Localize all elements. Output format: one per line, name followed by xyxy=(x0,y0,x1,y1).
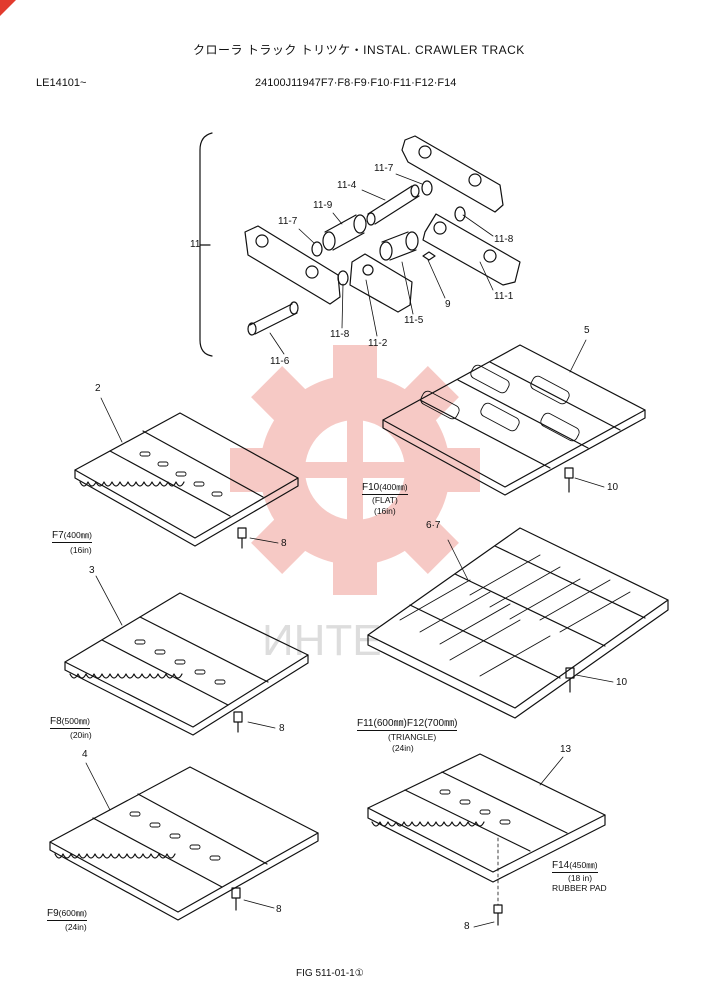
callout-11-9: 11-9 xyxy=(313,200,333,211)
track-link-11-1 xyxy=(401,135,521,286)
callout-11-1: 11-1 xyxy=(494,291,514,302)
bolt-9 xyxy=(422,251,436,261)
callout-8: 8 xyxy=(276,904,282,915)
callout-9: 9 xyxy=(445,299,451,310)
callout-11-7: 11-7 xyxy=(374,163,394,174)
callout-8: 8 xyxy=(281,538,287,549)
callout-11-5: 11-5 xyxy=(404,315,424,326)
callout-10: 10 xyxy=(616,677,628,688)
variant-f10-inch: (16in) xyxy=(374,506,396,516)
callout-10: 10 xyxy=(607,482,619,493)
watermark-text: ИНТЕ xyxy=(262,616,382,665)
variant-f11-f12-label: F11(600㎜)F12(700㎜) xyxy=(357,718,458,731)
variant-f10-type: (FLAT) xyxy=(372,495,398,505)
variant-f9-inch: (24in) xyxy=(65,922,87,932)
variant-f9-label: F9(600㎜) xyxy=(47,908,88,921)
variant-f8-inch: (20in) xyxy=(70,730,92,740)
variant-f11-type: (TRIANGLE) xyxy=(388,732,437,742)
callout-11-8: 11-8 xyxy=(330,329,350,340)
callout-11-6: 11-6 xyxy=(270,356,290,367)
callout-4: 4 xyxy=(82,749,88,760)
variant-f8-label: F8(500㎜) xyxy=(50,716,91,729)
track-shoe-f8 xyxy=(64,592,309,736)
bushing-11-9 xyxy=(322,214,367,251)
callout-8: 8 xyxy=(464,921,470,932)
callout-6-7: 6·7 xyxy=(426,520,441,531)
variant-f11-inch: (24in) xyxy=(392,743,414,753)
variant-f14-label: F14(450㎜) xyxy=(552,860,598,873)
callout-13: 13 xyxy=(560,744,572,755)
variant-f10-label: F10(400㎜) xyxy=(362,482,408,495)
track-shoe-f14 xyxy=(367,753,606,926)
track-shoe-f7 xyxy=(74,412,299,549)
callout-3: 3 xyxy=(89,565,95,576)
variant-f14-inch: (18 in) xyxy=(568,873,593,883)
callout-11-7: 11-7 xyxy=(278,216,298,227)
callout-11-8: 11-8 xyxy=(494,234,514,245)
callout-2: 2 xyxy=(95,383,101,394)
figure-number: FIG 511-01-1① xyxy=(296,968,364,979)
serial-range: LE14101~ xyxy=(36,77,87,89)
part-code: 24100J11947F7·F8·F9·F10·F11·F12·F14 xyxy=(255,77,457,89)
variant-f14-type: RUBBER PAD xyxy=(552,883,607,893)
callout-8: 8 xyxy=(279,723,285,734)
pin-11-4 xyxy=(366,184,420,226)
track-link-11-2 xyxy=(244,225,413,313)
bushing-11-5 xyxy=(379,231,419,261)
track-shoe-f9 xyxy=(49,766,319,921)
variant-f7-label: F7(400㎜) xyxy=(52,530,93,543)
track-shoe-f11-f12 xyxy=(367,527,669,719)
seals xyxy=(311,180,466,286)
callout-11: 11 xyxy=(190,239,201,250)
variant-f7-inch: (16in) xyxy=(70,545,92,555)
callout-11-2: 11-2 xyxy=(368,338,388,349)
callout-11-4: 11-4 xyxy=(337,180,357,191)
page-title: クローラ トラック トリツケ・INSTAL. CRAWLER TRACK xyxy=(193,43,525,57)
callout-5: 5 xyxy=(584,325,590,336)
track-shoe-f10 xyxy=(382,344,646,496)
pin-11-6 xyxy=(247,301,299,336)
